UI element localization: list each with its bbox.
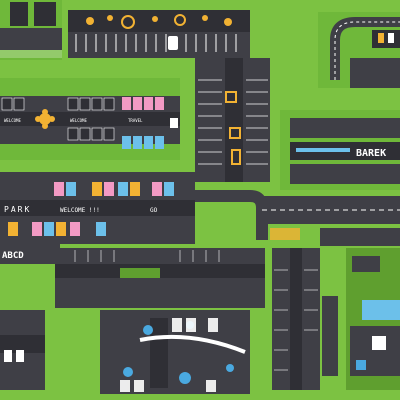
lot-right-brand[interactable]: BAREK	[280, 110, 400, 190]
lot-left-main[interactable]: WELCOME WELCOME TRAVEL	[0, 78, 180, 160]
track-top-right[interactable]	[318, 12, 400, 88]
lot-center-vertical[interactable]	[195, 58, 270, 182]
park-label: PARK	[4, 205, 31, 214]
colorful-spaces-top	[54, 182, 174, 196]
go-label: GO	[150, 207, 158, 214]
colorful-spaces-bottom	[8, 222, 106, 236]
welcome-small-label: WELCOME	[4, 118, 21, 123]
welcome-label: WELCOME !!!	[60, 207, 100, 214]
lot-bottom-center[interactable]	[100, 310, 250, 394]
brand-left-label: ABCD	[2, 251, 24, 261]
pink-spaces	[122, 97, 164, 110]
lot-bottom-right[interactable]	[346, 248, 400, 390]
lot-top-left[interactable]	[0, 0, 62, 60]
welcome-small-label-2: WELCOME	[70, 118, 87, 123]
lot-left-abcd[interactable]: ABCD	[0, 244, 60, 264]
lot-left-lower[interactable]	[0, 310, 45, 390]
blue-spaces	[122, 136, 164, 149]
road-center[interactable]	[195, 190, 400, 246]
lot-top-strip[interactable]	[68, 10, 250, 58]
car-icon	[168, 36, 178, 50]
brand-right-label: BAREK	[356, 148, 386, 159]
lot-welcome-strip[interactable]: PARK WELCOME !!! GO	[0, 172, 195, 244]
lot-center-mid[interactable]	[55, 248, 265, 308]
lot-vertical-right[interactable]	[272, 248, 338, 390]
travel-label: TRAVEL	[128, 118, 143, 123]
